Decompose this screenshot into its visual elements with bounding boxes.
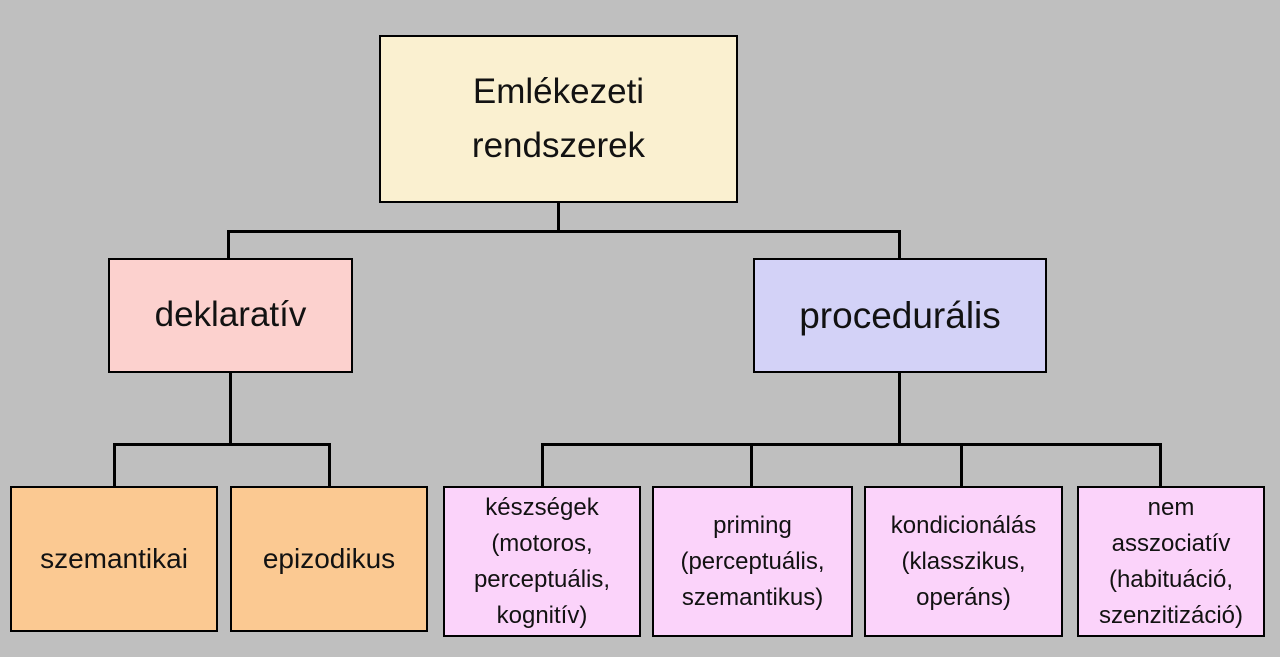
- node-proceduralis: procedurális: [753, 258, 1047, 373]
- connector-drop-priming-line: [750, 443, 753, 486]
- connector-drop-nem-asszociativ-line: [1159, 443, 1162, 486]
- connector-drop-kondicionalas-line: [960, 443, 963, 486]
- node-nem-asszociativ-label: nem asszociatív (habituáció, szenzitizác…: [1098, 493, 1244, 629]
- node-priming-label: priming (perceptuális, szemantikus): [680, 511, 825, 611]
- connector-root-stem-line: [557, 203, 560, 233]
- node-szemantikai-label: szemantikai: [40, 543, 188, 575]
- node-priming: priming (perceptuális, szemantikus): [652, 486, 853, 637]
- node-emlekezeti-rendszerek: Emlékezeti rendszerek: [379, 35, 738, 203]
- connector-drop-keszsegek-line: [541, 443, 544, 486]
- node-kondicionalas-label: kondicionálás (klasszikus, operáns): [890, 511, 1037, 611]
- connector-left-horizontal-line: [113, 443, 331, 446]
- node-deklarativ: deklaratív: [108, 258, 353, 373]
- connector-level1-horizontal-line: [227, 230, 901, 233]
- connector-drop-deklarativ-line: [227, 230, 230, 258]
- node-epizodikus: epizodikus: [230, 486, 428, 632]
- node-szemantikai: szemantikai: [10, 486, 218, 632]
- connector-right-horizontal-line: [541, 443, 1162, 446]
- node-deklarativ-label: deklaratív: [154, 295, 307, 335]
- connector-deklarativ-stem-line: [229, 373, 232, 446]
- connector-drop-szemantikai-line: [113, 443, 116, 486]
- connector-drop-proceduralis-line: [898, 230, 901, 258]
- node-keszsegek-label: készségek (motoros, perceptuális, kognit…: [473, 493, 611, 629]
- connector-drop-epizodikus-line: [328, 443, 331, 486]
- node-proceduralis-label: procedurális: [799, 294, 1001, 336]
- node-emlekezeti-rendszerek-label: Emlékezeti rendszerek: [471, 71, 646, 165]
- node-epizodikus-label: epizodikus: [262, 543, 396, 575]
- node-nem-asszociativ: nem asszociatív (habituáció, szenzitizác…: [1077, 486, 1265, 637]
- connector-proceduralis-stem-line: [898, 373, 901, 446]
- node-kondicionalas: kondicionálás (klasszikus, operáns): [864, 486, 1063, 637]
- node-keszsegek: készségek (motoros, perceptuális, kognit…: [443, 486, 641, 637]
